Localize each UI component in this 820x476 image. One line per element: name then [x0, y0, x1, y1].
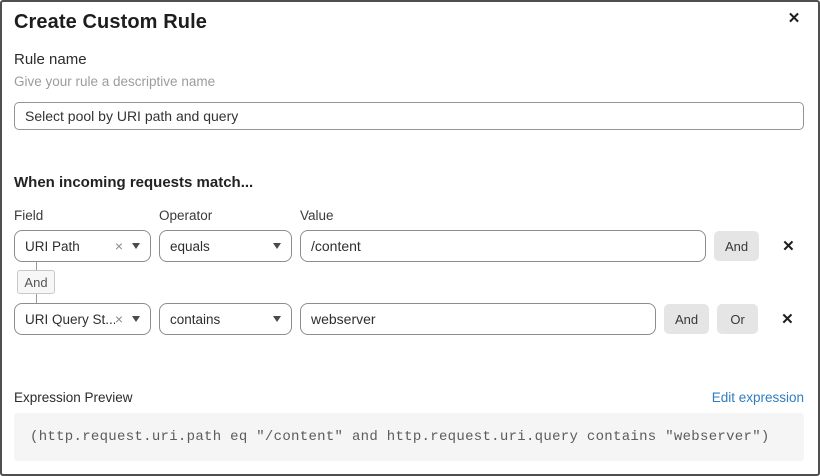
- and-button[interactable]: And: [664, 304, 710, 334]
- expression-preview-code: (http.request.uri.path eq "/content" and…: [14, 413, 804, 461]
- connector-line: [36, 294, 37, 303]
- operator-select[interactable]: contains: [159, 303, 292, 335]
- field-column-label: Field: [14, 208, 44, 223]
- row-joiner: And: [17, 262, 55, 303]
- rule-name-input[interactable]: [14, 102, 804, 130]
- and-button[interactable]: And: [714, 231, 760, 261]
- chevron-down-icon: [273, 243, 281, 249]
- expression-preview-header: Expression Preview Edit expression: [14, 390, 804, 405]
- operator-column-label: Operator: [159, 208, 213, 223]
- operator-select-value: equals: [170, 238, 210, 254]
- chevron-down-icon: [273, 316, 281, 322]
- chevron-down-icon: [132, 316, 140, 322]
- chevron-down-icon: [132, 243, 140, 249]
- match-section-heading: When incoming requests match...: [14, 174, 254, 191]
- close-icon[interactable]: ✕: [783, 8, 805, 30]
- rule-name-label: Rule name: [14, 51, 87, 68]
- connector-line: [36, 262, 37, 270]
- page-title: Create Custom Rule: [14, 11, 207, 33]
- clear-field-icon[interactable]: ×: [114, 311, 123, 327]
- edit-expression-link[interactable]: Edit expression: [711, 390, 804, 405]
- operator-select[interactable]: equals: [159, 230, 292, 262]
- clear-field-icon[interactable]: ×: [114, 238, 123, 254]
- expression-preview-label: Expression Preview: [14, 390, 133, 405]
- operator-select-value: contains: [170, 311, 221, 327]
- field-select[interactable]: URI Path ×: [14, 230, 151, 262]
- match-row: URI Query St... × contains And Or ✕: [14, 303, 804, 335]
- delete-row-icon[interactable]: ✕: [782, 237, 795, 255]
- value-column-label: Value: [300, 208, 334, 223]
- field-select-value: URI Query St...: [25, 311, 115, 327]
- match-row: URI Path × equals And ✕: [14, 230, 804, 262]
- rule-name-helper: Give your rule a descriptive name: [14, 74, 216, 89]
- delete-row-icon[interactable]: ✕: [781, 310, 794, 328]
- value-input[interactable]: [300, 303, 656, 335]
- joiner-badge: And: [17, 270, 55, 294]
- field-select[interactable]: URI Query St... ×: [14, 303, 151, 335]
- field-select-value: URI Path: [25, 238, 80, 254]
- column-labels: Field Operator Value: [14, 208, 804, 223]
- value-input[interactable]: [300, 230, 706, 262]
- or-button[interactable]: Or: [717, 304, 759, 334]
